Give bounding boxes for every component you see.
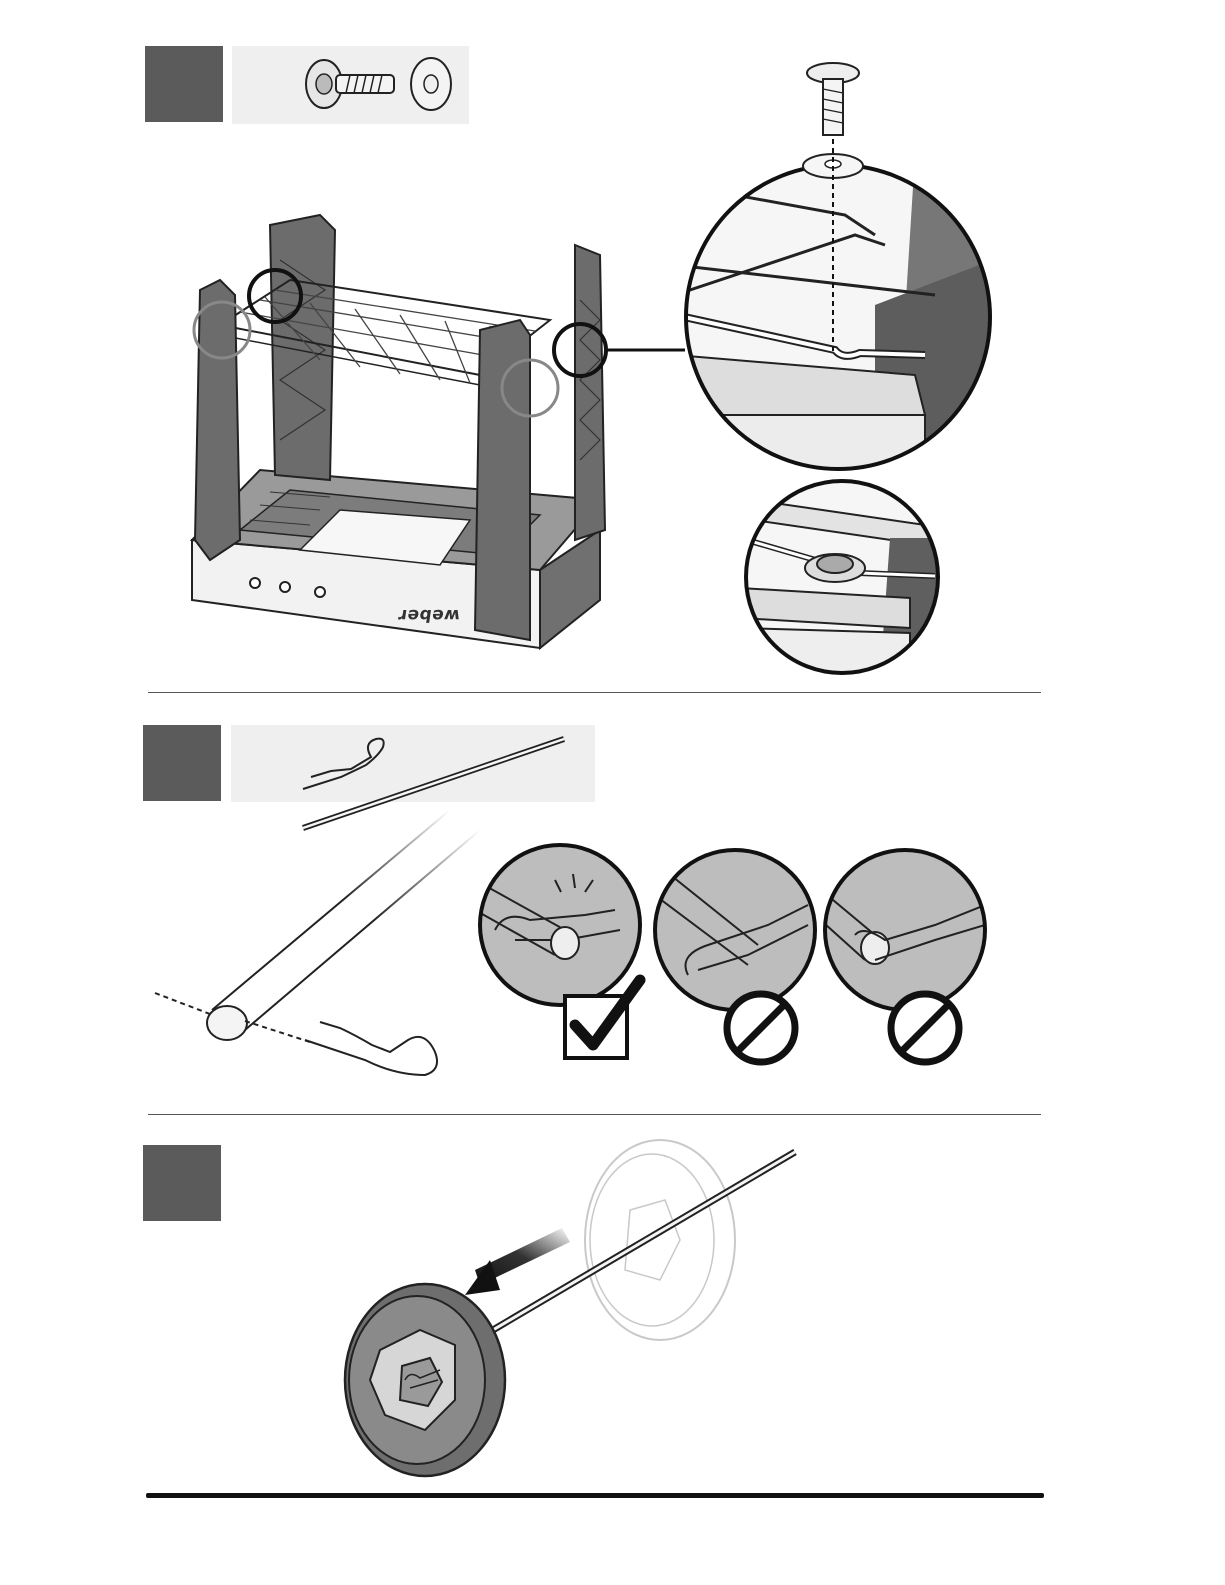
step-1-parts <box>232 46 469 124</box>
hair-pin-clip-icon <box>303 739 384 789</box>
screw-icon <box>807 63 859 135</box>
brand-wordmark: weber <box>396 602 462 628</box>
wheel-icon <box>345 1284 505 1476</box>
washer-icon <box>411 58 451 110</box>
installed-screw-detail <box>740 478 946 678</box>
rack-hook-detail <box>675 55 1005 475</box>
wheel-install-illustration <box>330 1130 810 1480</box>
hair-pin-clip-icon <box>305 1022 437 1075</box>
cart-frame-illustration <box>180 200 620 660</box>
step-1-badge <box>145 46 223 122</box>
prohibited-icon <box>891 994 959 1062</box>
axle-clip-illustration <box>150 790 450 1090</box>
page-bottom-rule <box>146 1493 1044 1498</box>
section-divider <box>148 1114 1041 1115</box>
section-divider <box>148 692 1041 693</box>
arrow-left-icon <box>465 1228 570 1295</box>
incorrect-clip-detail-2 <box>815 845 995 1075</box>
wheel-ghost <box>585 1140 735 1340</box>
incorrect-clip-detail-1 <box>648 845 828 1075</box>
correct-clip-detail <box>475 840 655 1070</box>
screw-icon <box>306 60 394 108</box>
prohibited-icon <box>727 994 795 1062</box>
step-3-badge <box>143 1145 221 1221</box>
step-1-parts-panel <box>232 46 469 124</box>
